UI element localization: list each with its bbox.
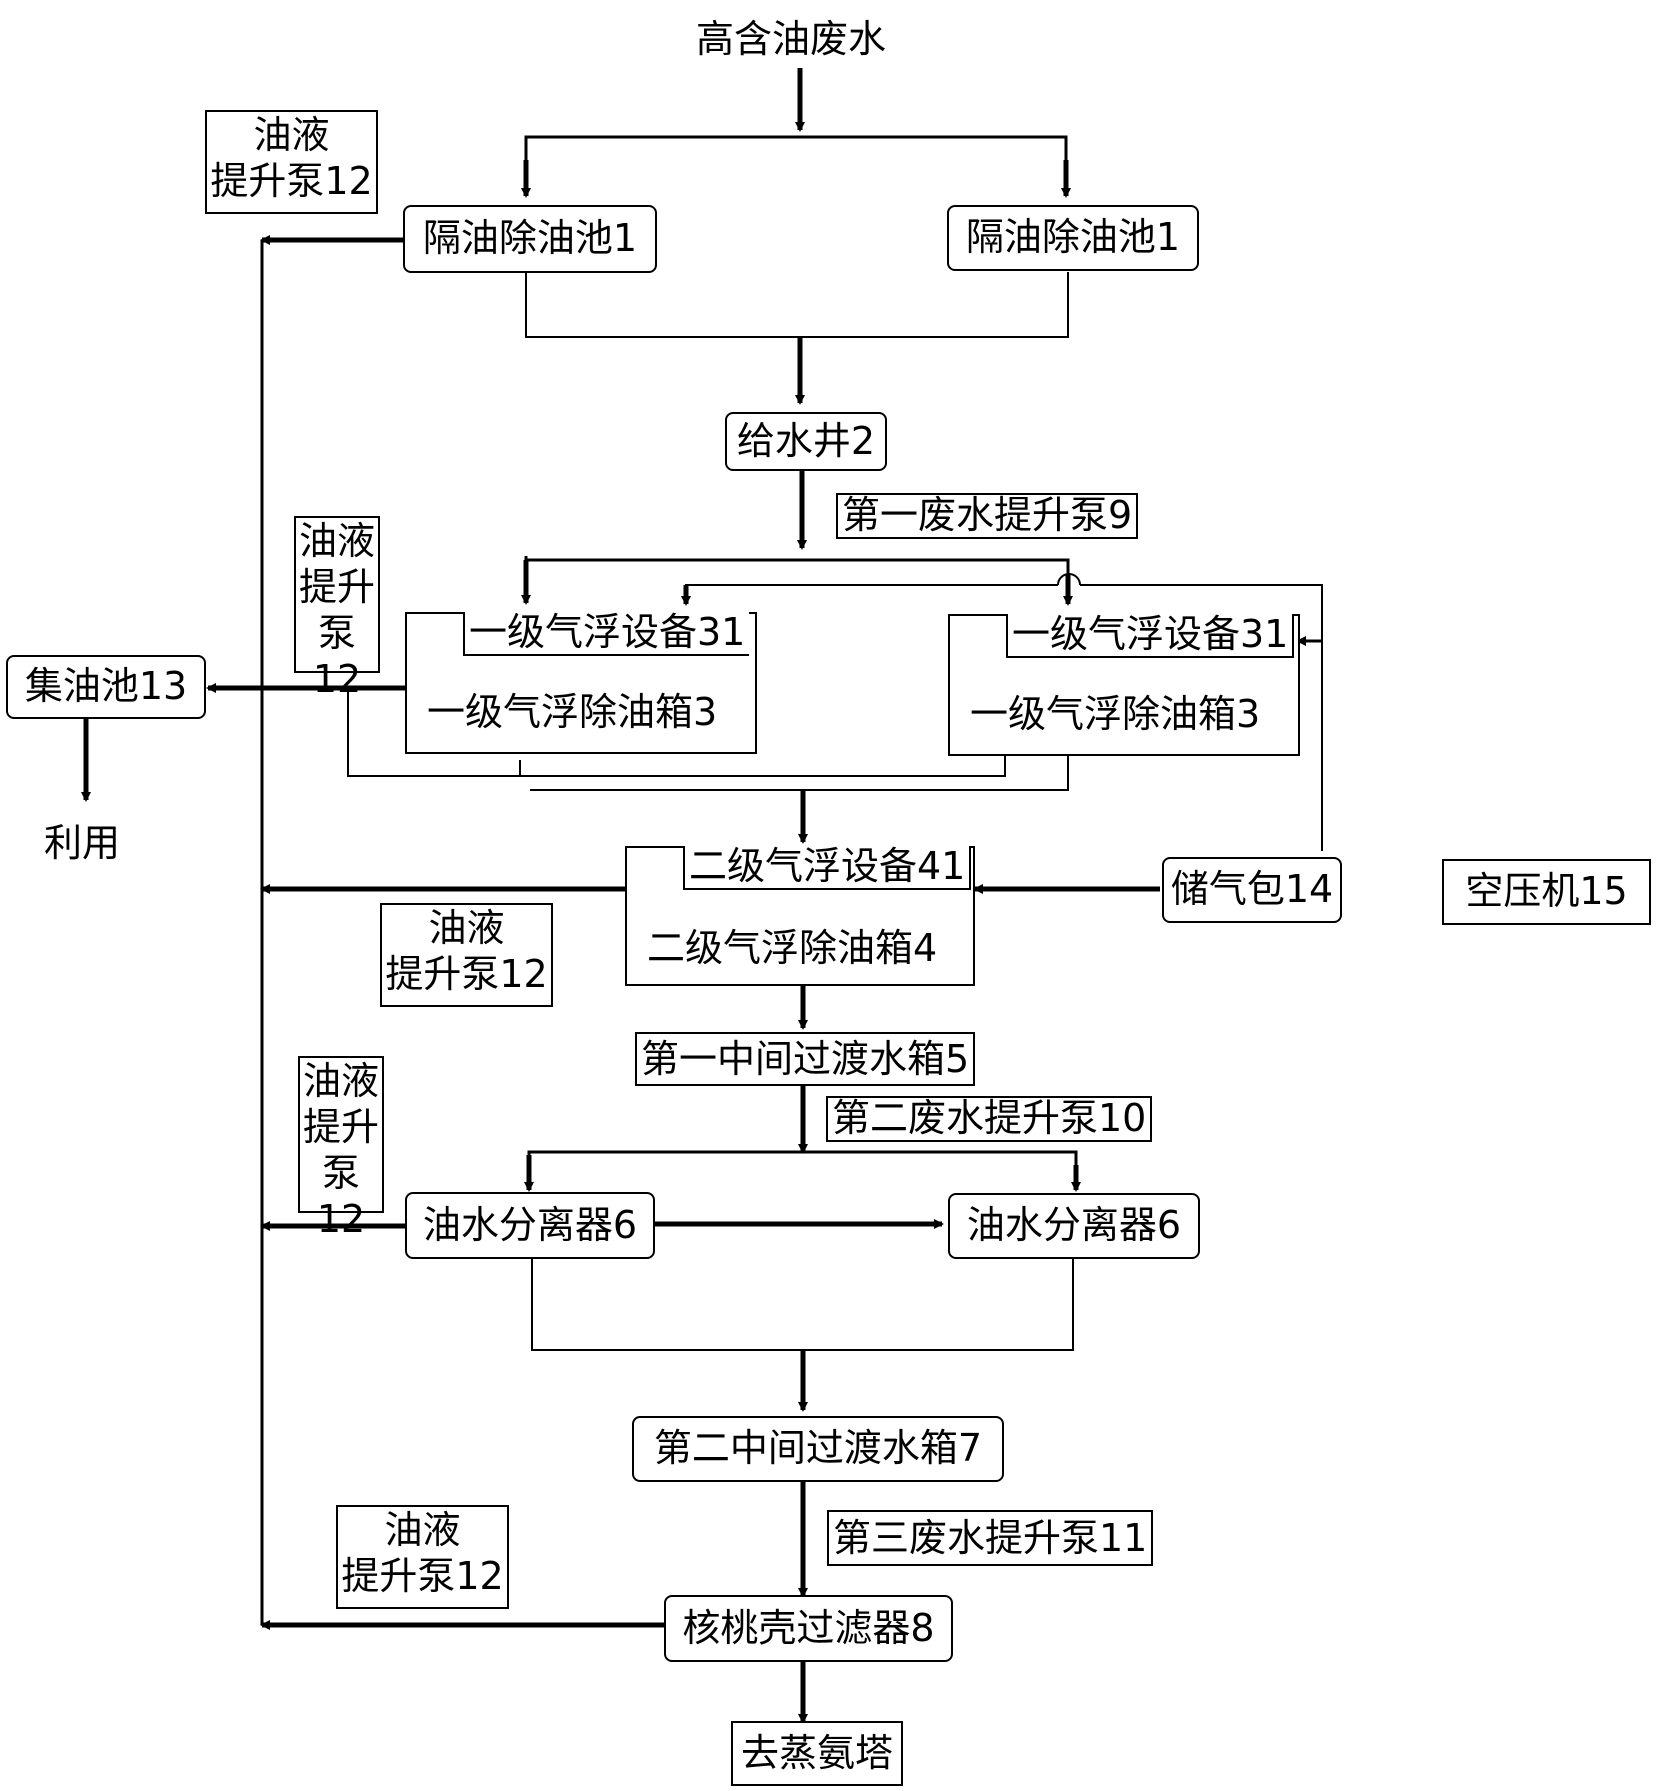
primary-flotation-tank-right-label: 一级气浮除油箱3 [970,692,1261,736]
oil-lift-pump-label: 油液 提升 泵12 [298,1056,384,1241]
primary-flotation-tank-right: 一级气浮设备31 一级气浮除油箱3 [948,613,1300,756]
oil-separation-pool-right: 隔油除油池1 [947,205,1199,271]
source-label: 高含油废水 [696,17,887,61]
intermediate-tank-2: 第二中间过渡水箱7 [632,1416,1004,1482]
intermediate-tank-1: 第一中间过渡水箱5 [635,1032,976,1086]
primary-flotation-equipment-left: 一级气浮设备31 [463,611,750,656]
gas-storage-tank: 储气包14 [1162,857,1342,923]
oil-lift-pump-label: 油液 提升泵12 [205,110,378,214]
oil-lift-pump-text: 油液 [428,906,505,950]
utilization-label: 利用 [44,821,121,865]
oil-collection-pool: 集油池13 [6,655,206,719]
oil-lift-pump-label: 油液 提升 泵12 [294,516,380,701]
secondary-flotation-tank-label: 二级气浮除油箱4 [647,926,938,970]
oil-lift-pump-text: 油液 [302,1059,379,1103]
secondary-flotation-equipment: 二级气浮设备41 [683,845,972,890]
oil-lift-pump-text: 提升泵12 [385,952,548,996]
air-compressor: 空压机15 [1442,859,1651,925]
oil-lift-pump-text: 油液 [253,113,330,157]
primary-flotation-tank-left-label: 一级气浮除油箱3 [427,690,718,734]
feed-well: 给水井2 [725,412,887,471]
oil-lift-pump-text: 油液 [384,1508,461,1552]
primary-flotation-equipment-right: 一级气浮设备31 [1006,613,1295,658]
oil-lift-pump-text: 油液 [298,519,375,563]
oil-lift-pump-label: 油液 提升泵12 [336,1505,509,1609]
secondary-flotation-tank: 二级气浮设备41 二级气浮除油箱4 [625,845,975,986]
oil-lift-pump-text: 提升泵12 [341,1554,504,1598]
primary-flotation-tank-left: 一级气浮设备31 一级气浮除油箱3 [405,611,757,754]
wastewater-pump-1-tag: 第一废水提升泵9 [836,493,1139,539]
walnut-shell-filter: 核桃壳过滤器8 [664,1595,953,1662]
oil-lift-pump-text: 泵12 [312,611,362,701]
wastewater-pump-3-tag: 第三废水提升泵11 [827,1510,1154,1566]
oil-lift-pump-text: 提升 [298,565,375,609]
oil-water-separator-left: 油水分离器6 [405,1192,655,1259]
oil-lift-pump-text: 提升 [302,1105,379,1149]
oil-lift-pump-label: 油液 提升泵12 [380,903,553,1007]
oil-separation-pool-left: 隔油除油池1 [403,205,657,273]
ammonia-stripper: 去蒸氨塔 [731,1721,903,1786]
oil-lift-pump-text: 提升泵12 [210,159,373,203]
oil-lift-pump-text: 泵12 [316,1151,366,1241]
oil-water-separator-right: 油水分离器6 [948,1193,1200,1259]
wastewater-pump-2-tag: 第二废水提升泵10 [826,1096,1153,1142]
